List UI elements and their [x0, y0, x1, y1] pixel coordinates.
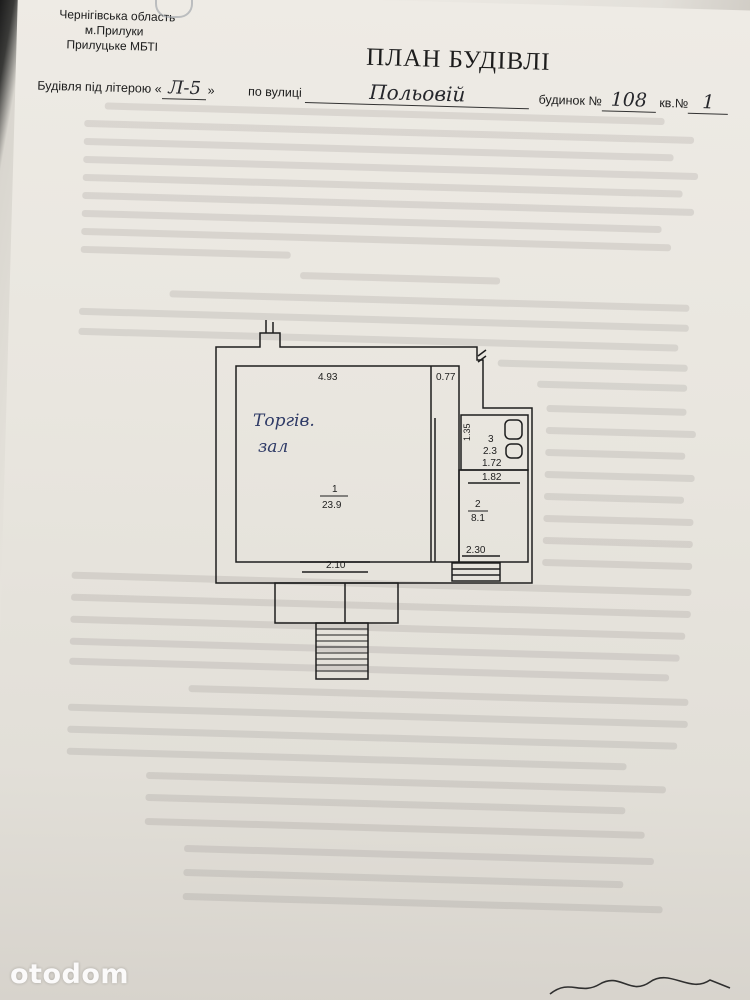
room-1-area: 23.9	[322, 500, 342, 511]
room-1-note-line1: Торгів.	[253, 411, 315, 431]
window-stair	[451, 562, 501, 582]
dim-top-side: 0.77	[436, 372, 456, 383]
entrance-porch	[274, 582, 399, 624]
room-1-note-line2: зал	[258, 437, 288, 457]
break-mark	[477, 349, 487, 357]
dim-wc-height: 1.35	[462, 423, 472, 441]
toilet-fixture	[504, 419, 523, 440]
room-1-number: 1	[332, 484, 338, 495]
dim-top-main: 4.93	[318, 372, 338, 383]
dim-side-width: 1.82	[482, 472, 502, 483]
dim-bottom-right: 2.30	[466, 545, 486, 556]
room-3-number: 3	[488, 434, 494, 445]
outer-wall-outline	[215, 332, 533, 584]
main-room-outline	[235, 365, 460, 563]
dim-bottom-left: 2.10	[326, 560, 346, 571]
sink-fixture	[505, 443, 523, 459]
entrance-stairs	[315, 622, 369, 680]
break-mark	[477, 355, 487, 363]
room-2-area: 8.1	[471, 513, 485, 524]
room-3-area: 2.3	[483, 446, 497, 457]
room-2-number: 2	[475, 499, 481, 510]
stair-steps	[316, 628, 368, 672]
corner-signature-scribble	[549, 976, 731, 995]
side-room-outline	[458, 469, 529, 563]
paper-clip	[155, 0, 193, 18]
watermark-logo: otodom	[10, 959, 130, 990]
dim-wc-width: 1.72	[482, 458, 502, 469]
